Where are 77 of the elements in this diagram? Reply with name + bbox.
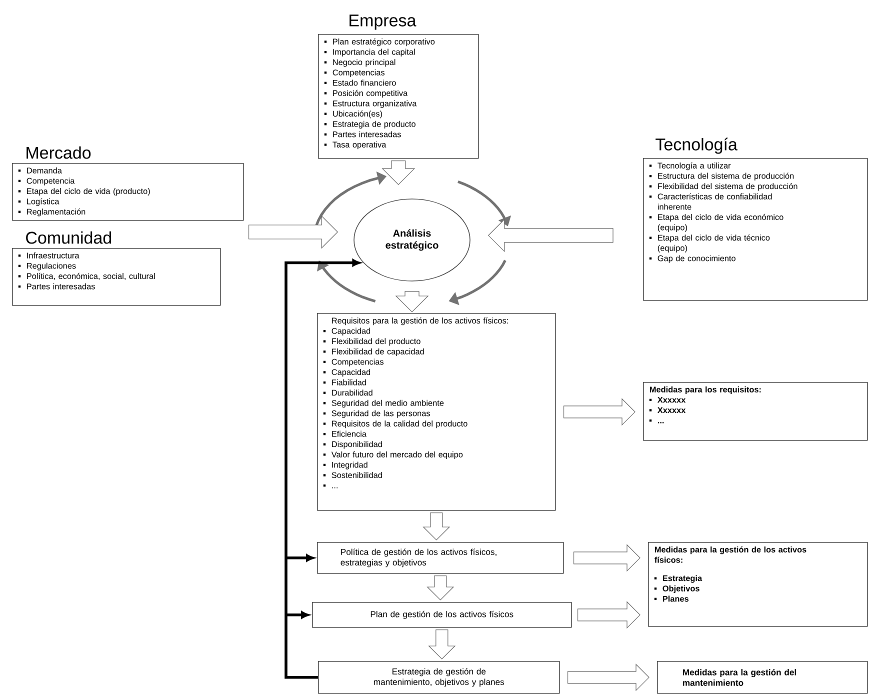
list-item: Disponibilidad (323, 441, 382, 449)
block-arrow (422, 512, 450, 540)
list-item: Plan estratégico corporativo (324, 38, 435, 46)
list-item: Estructura organizativa (324, 100, 417, 108)
box-heading: Tecnología (656, 138, 738, 154)
list-item: Etapa del ciclo de vida (producto) (18, 188, 150, 196)
list-item: ... (323, 484, 338, 488)
block-arrow (564, 398, 636, 426)
list-item: Objetivos (654, 585, 700, 594)
block-arrow (382, 160, 416, 186)
list-item: Reglamentación (18, 208, 86, 216)
list-item: Estrategia de producto (324, 120, 416, 129)
list-item: Regulaciones (18, 262, 76, 270)
block-arrow (488, 218, 614, 252)
box-heading: Comunidad (26, 231, 112, 244)
list-item: Planes (654, 596, 688, 602)
block-arrow (568, 664, 650, 692)
list-item: Gap de conocimiento (649, 255, 736, 263)
feedback-arrow (284, 259, 360, 679)
list-item: Sostenibilidad (323, 472, 382, 478)
list-item: Características de confiabilidad inherente (649, 193, 772, 210)
list-item: Estado financiero (324, 80, 396, 86)
block-arrow (574, 544, 640, 572)
list-item: Flexibilidad del producto (323, 338, 420, 346)
list-item: Valor futuro del mercado del equipo (323, 451, 463, 460)
block-arrow (578, 601, 640, 629)
feedback-arrow (286, 611, 309, 618)
info-box (317, 313, 556, 511)
list-item: Etapa del ciclo de vida técnico (equipo) (649, 234, 770, 253)
list-item: Flexibilidad de capacidad (323, 348, 424, 356)
list-item: Seguridad del medio ambiente (323, 400, 444, 408)
list-item: Fiabilidad (323, 379, 366, 386)
list-item: Competencias (323, 358, 384, 366)
block-arrow (395, 291, 429, 312)
info-box (643, 382, 868, 441)
list-item: Estrategia (654, 575, 702, 583)
block-arrow (428, 630, 456, 660)
list-heading: Requisitos para la gestión de los activos físicos: (332, 317, 508, 326)
list-item: Posición competitiva (324, 90, 408, 98)
list-item: Xxxxxx (649, 407, 686, 413)
list-item: Capacidad (323, 369, 370, 377)
list-item: Competencias (324, 69, 385, 78)
box-heading: Mercado (26, 146, 91, 159)
feedback-arrow (286, 554, 314, 562)
block-arrow (248, 215, 338, 249)
info-box (648, 542, 868, 627)
list-item: Integridad (323, 462, 368, 470)
list-item: Negocio principal (324, 59, 396, 67)
block-arrow (426, 576, 454, 600)
list-item: ... (649, 419, 664, 424)
list-item: Partes interesadas (18, 283, 95, 290)
list-item: Política, económica, social, cultural (18, 272, 155, 280)
process-box: Política de gestión de los activos físicos, estrategias y objetivos (317, 542, 564, 574)
list-item: Seguridad de las personas (323, 410, 430, 418)
list-item: Tasa operativa (324, 142, 386, 150)
process-box: Estrategia de gestión de mantenimiento, objetivos y planes (318, 661, 560, 694)
list-item: Etapa del ciclo de vida económico (equipo) (649, 214, 784, 232)
list-item: Tecnología a utilizar (649, 162, 731, 170)
box-heading: Empresa (350, 14, 416, 30)
list-item: Requisitos de la calidad del producto (323, 420, 468, 428)
list-item: Partes interesadas (324, 131, 401, 138)
list-item: Demanda (18, 167, 62, 174)
list-heading: Medidas para la gestión de los activos físicos: (654, 546, 806, 563)
process-box: Medidas para la gestión del mantenimiento (657, 661, 868, 694)
list-item: Ubicación(es) (324, 110, 382, 118)
list-item: Xxxxxx (649, 397, 686, 403)
list-item: Eficiencia (323, 430, 366, 437)
list-item: Competencia (18, 178, 75, 186)
list-item: Flexibilidad del sistema de producción (649, 183, 798, 191)
list-item: Importancia del capital (324, 48, 415, 56)
list-item: Capacidad (323, 328, 370, 336)
list-item: Durabilidad (323, 390, 372, 396)
process-box: Plan de gestión de los activos físicos (312, 602, 572, 628)
list-item: Estructura del sistema de producción (649, 172, 794, 180)
list-item: Infraestructura (18, 252, 80, 258)
list-item: Logística (18, 198, 60, 206)
list-heading: Medidas para los requisitos: (650, 386, 761, 394)
